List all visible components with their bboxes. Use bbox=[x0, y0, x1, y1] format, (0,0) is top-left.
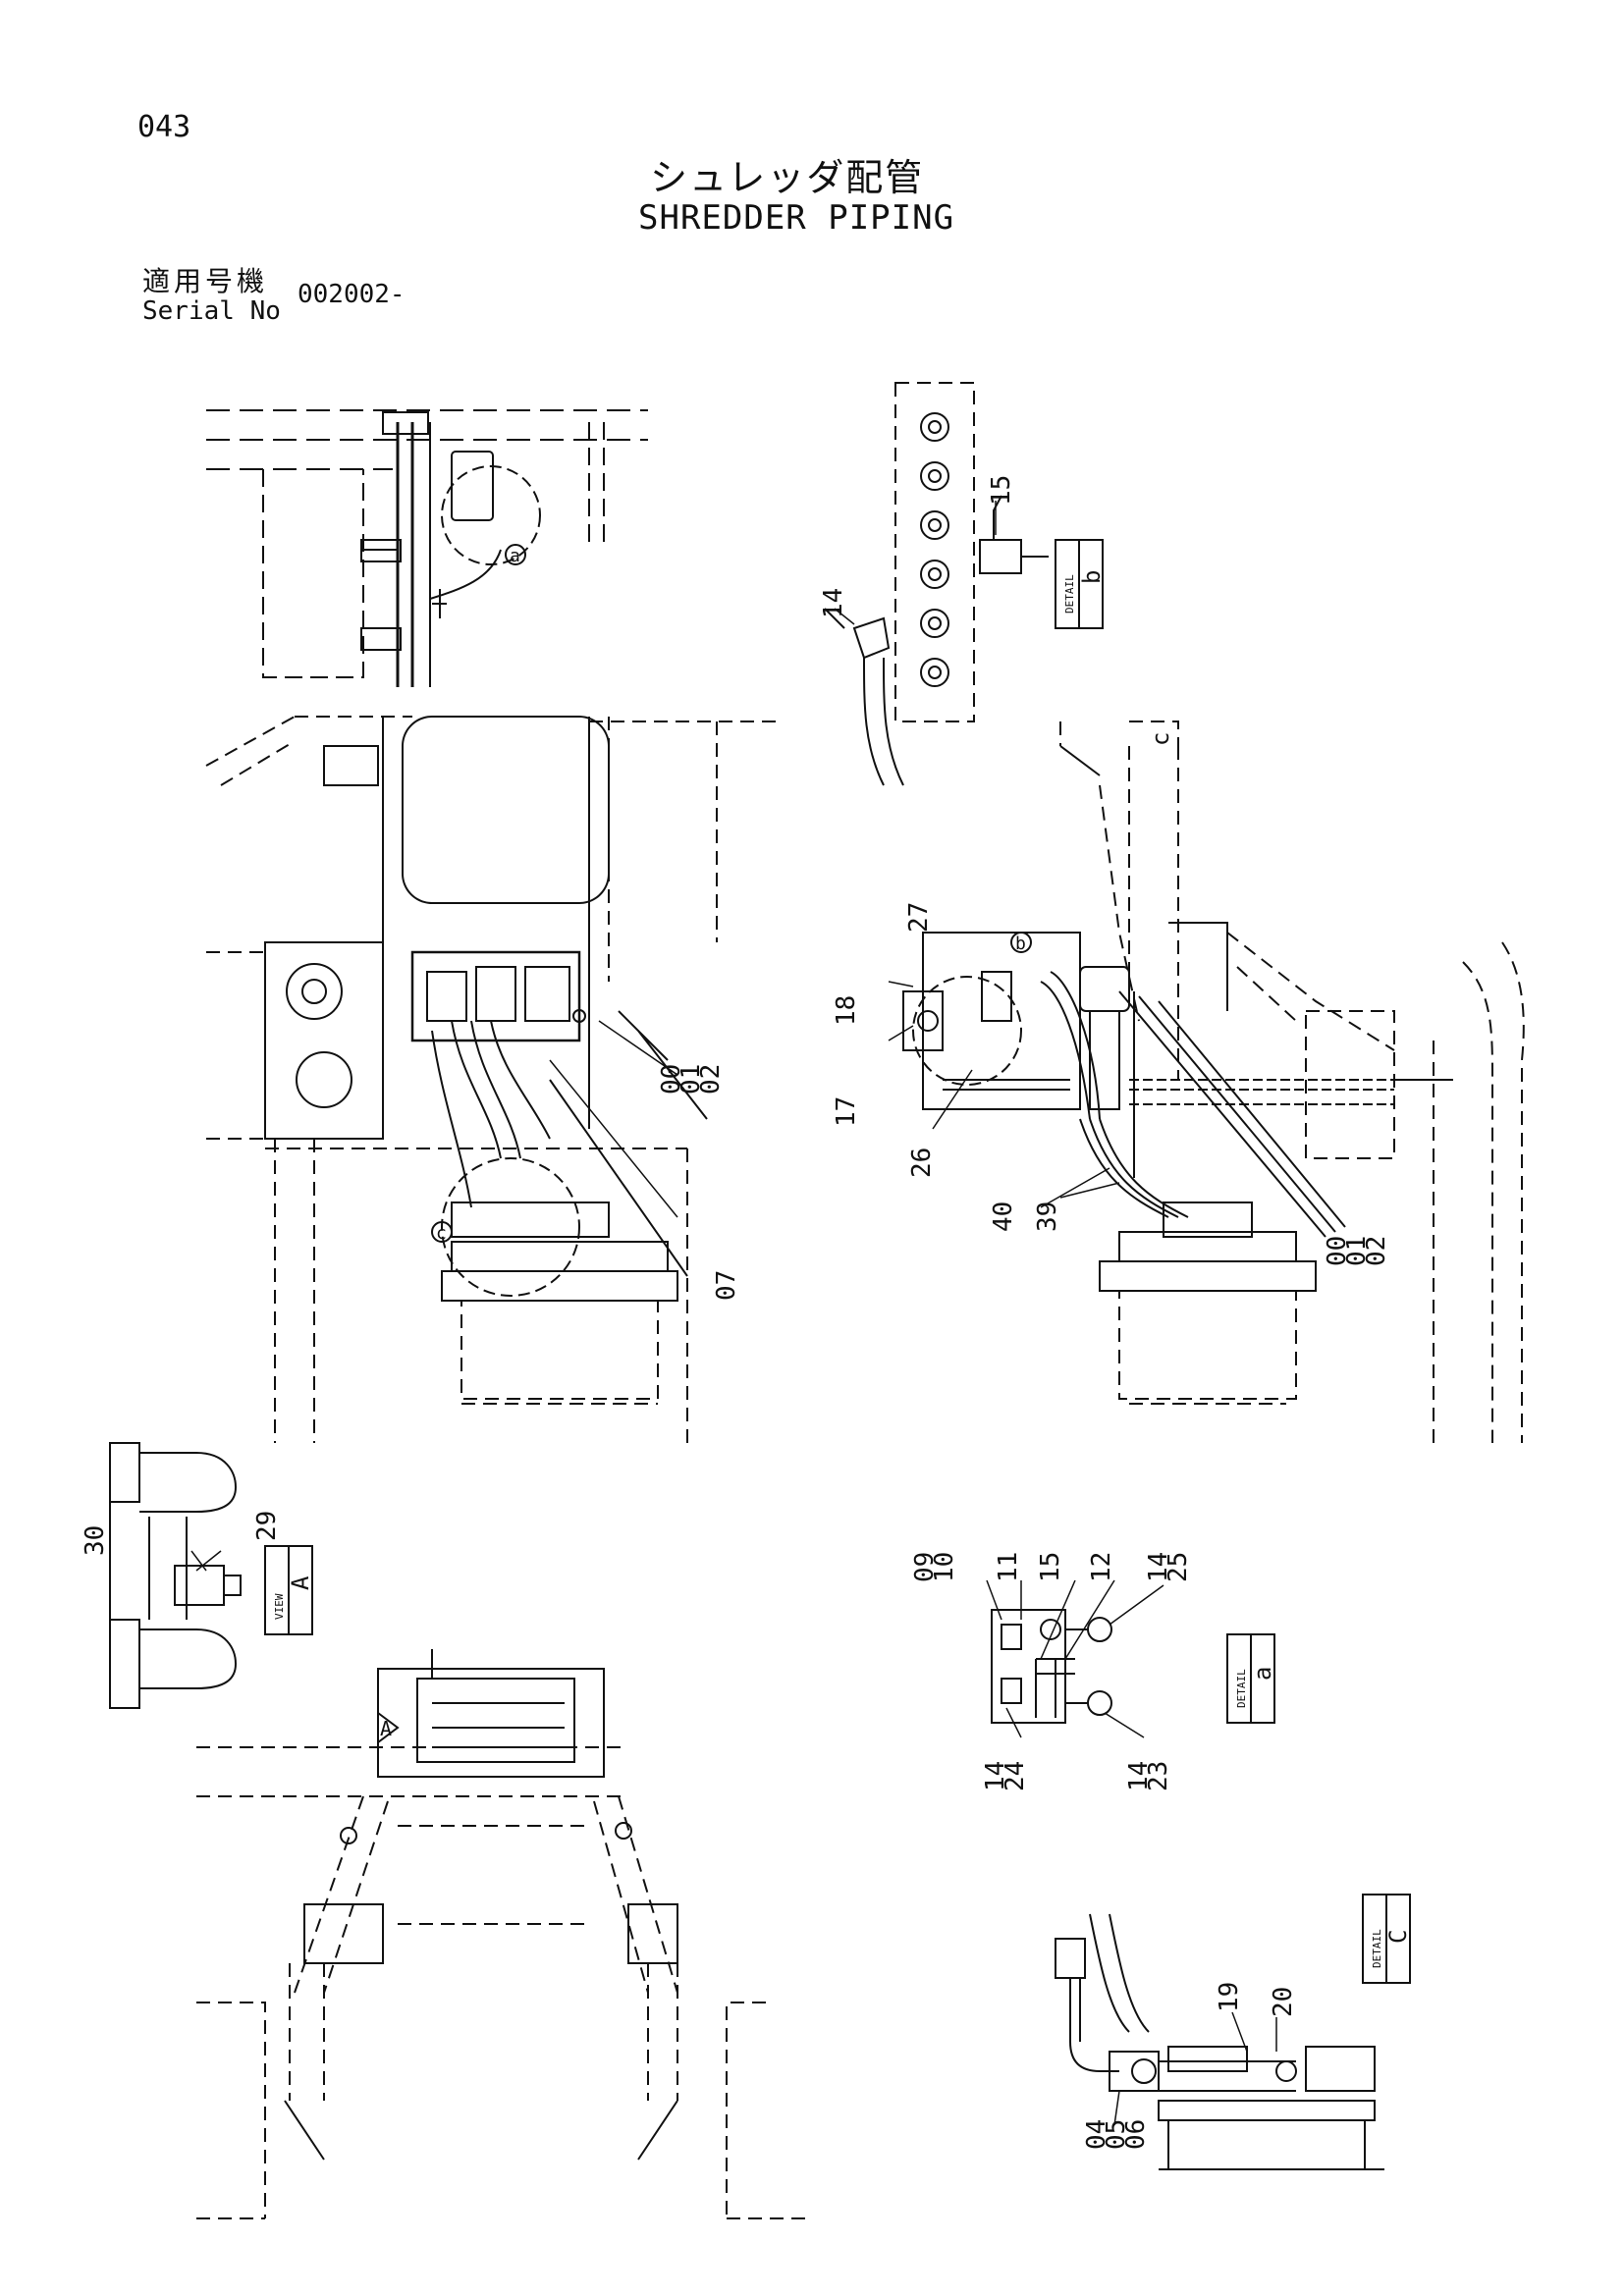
callout-14-a: 14 bbox=[1144, 1552, 1173, 1582]
detail-b-tag: DETAIL b bbox=[1055, 539, 1106, 629]
detail-c-tag-letter: C bbox=[1384, 1930, 1412, 1944]
marker-c-letter: c bbox=[436, 1223, 447, 1244]
callout-14-b: 14 bbox=[981, 1761, 1010, 1791]
view-a-tag-label: VIEW bbox=[273, 1593, 286, 1620]
detail-b-marker bbox=[1010, 932, 1032, 953]
callout-02-right: 02 bbox=[1362, 1236, 1391, 1266]
marker-a-letter: a bbox=[510, 546, 520, 566]
callout-labels: 00 01 02 07 14 15 27 18 17 26 40 39 00 0… bbox=[81, 475, 1391, 2150]
callout-24: 24 bbox=[1001, 1761, 1030, 1791]
leader-lines bbox=[190, 501, 1277, 2126]
view-a-tag: VIEW A bbox=[264, 1545, 314, 1635]
callout-06: 06 bbox=[1121, 2119, 1151, 2150]
serial-label-japanese: 適用号機 bbox=[142, 265, 269, 297]
detail-a-tag: DETAIL a bbox=[1226, 1633, 1276, 1724]
callout-27: 27 bbox=[904, 902, 934, 933]
callout-40: 40 bbox=[989, 1201, 1018, 1232]
callout-00-left: 00 bbox=[657, 1064, 686, 1095]
detail-c-marker bbox=[431, 1221, 453, 1243]
serial-label: Serial No bbox=[142, 296, 281, 326]
view-a-detail bbox=[109, 1442, 242, 1709]
callout-00-right: 00 bbox=[1323, 1236, 1352, 1266]
callout-18: 18 bbox=[832, 995, 861, 1026]
callout-39: 39 bbox=[1033, 1201, 1062, 1232]
callout-15-detail: 15 bbox=[1036, 1552, 1065, 1582]
page-title-japanese: シュレッダ配管 bbox=[650, 156, 925, 199]
page-number: 043 bbox=[137, 110, 191, 144]
callout-01-left: 01 bbox=[677, 1064, 706, 1095]
arrow-a-label: A bbox=[380, 1717, 392, 1740]
callout-23: 23 bbox=[1144, 1761, 1173, 1791]
top-left-view bbox=[206, 409, 648, 687]
callout-19: 19 bbox=[1215, 1982, 1244, 2012]
callout-04: 04 bbox=[1082, 2119, 1111, 2150]
callout-14-top: 14 bbox=[819, 588, 848, 618]
callout-30: 30 bbox=[81, 1525, 110, 1556]
callout-29: 29 bbox=[252, 1511, 282, 1541]
detail-b-view bbox=[824, 382, 1049, 786]
detail-a-tag-label: DETAIL bbox=[1235, 1669, 1248, 1708]
callout-20: 20 bbox=[1269, 1987, 1298, 2017]
detail-b-tag-label: DETAIL bbox=[1063, 574, 1076, 614]
callout-05: 05 bbox=[1102, 2119, 1131, 2150]
detail-a-tag-letter: a bbox=[1249, 1667, 1276, 1681]
detail-c-view bbox=[1055, 1913, 1384, 2170]
callout-09: 09 bbox=[910, 1552, 940, 1582]
callout-02-left: 02 bbox=[696, 1064, 726, 1095]
view-c-label: c bbox=[1147, 732, 1174, 746]
detail-c-tag: DETAIL C bbox=[1362, 1894, 1412, 1984]
detail-a-marker bbox=[505, 544, 526, 565]
callout-10: 10 bbox=[930, 1552, 959, 1582]
main-view-right bbox=[902, 721, 1525, 1443]
page-title: SHREDDER PIPING bbox=[638, 198, 955, 238]
detail-b-tag-letter: b bbox=[1078, 570, 1106, 584]
view-a-tag-letter: A bbox=[287, 1575, 314, 1590]
serial-number: 002002- bbox=[298, 280, 406, 309]
callout-17: 17 bbox=[832, 1096, 861, 1127]
callout-07: 07 bbox=[712, 1270, 741, 1301]
marker-b-letter: b bbox=[1015, 934, 1026, 954]
callout-11: 11 bbox=[994, 1552, 1023, 1582]
callout-26: 26 bbox=[907, 1148, 937, 1178]
callout-12: 12 bbox=[1087, 1552, 1116, 1582]
detail-c-tag-label: DETAIL bbox=[1371, 1929, 1383, 1968]
detail-a-view bbox=[991, 1609, 1112, 1724]
callout-01-right: 01 bbox=[1342, 1236, 1372, 1266]
callout-14-c: 14 bbox=[1124, 1761, 1154, 1791]
callout-25: 25 bbox=[1164, 1552, 1193, 1582]
bottom-view bbox=[196, 1649, 805, 2219]
main-view-left bbox=[205, 716, 776, 1443]
callout-15-top: 15 bbox=[987, 475, 1016, 506]
